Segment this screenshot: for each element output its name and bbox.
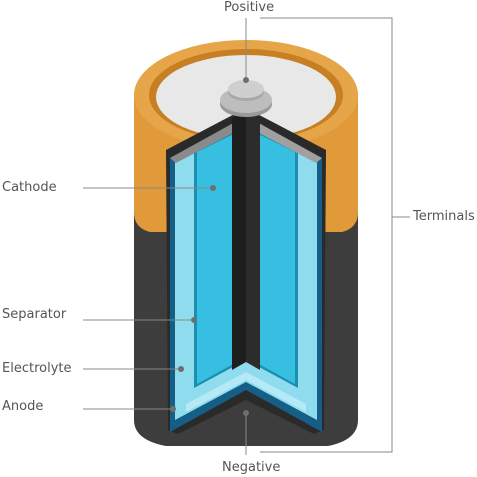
- label-positive: Positive: [224, 0, 275, 15]
- dot-separator: [191, 317, 197, 323]
- label-anode: Anode: [2, 399, 44, 414]
- electrolyte-bottom: [186, 372, 306, 412]
- cap-plate-left: [170, 116, 246, 163]
- dot-anode: [170, 406, 176, 412]
- leader-lines: [83, 17, 410, 455]
- label-electrolyte: Electrolyte: [2, 361, 72, 376]
- dot-negative: [243, 410, 249, 416]
- label-cathode: Cathode: [2, 180, 57, 195]
- label-terminals: Terminals: [413, 209, 475, 224]
- dot-cathode: [210, 185, 216, 191]
- battery-cutaway: [166, 108, 326, 434]
- collector-right: [246, 110, 260, 370]
- leader-dots: [170, 77, 249, 416]
- dot-positive: [243, 77, 249, 83]
- dot-electrolyte: [178, 366, 184, 372]
- label-negative: Negative: [222, 460, 281, 475]
- cap-plate-right: [246, 116, 322, 163]
- terminals-bracket: [260, 17, 393, 453]
- collector-left: [232, 110, 246, 370]
- positive-terminal-icon: [220, 80, 272, 117]
- label-separator: Separator: [2, 307, 67, 322]
